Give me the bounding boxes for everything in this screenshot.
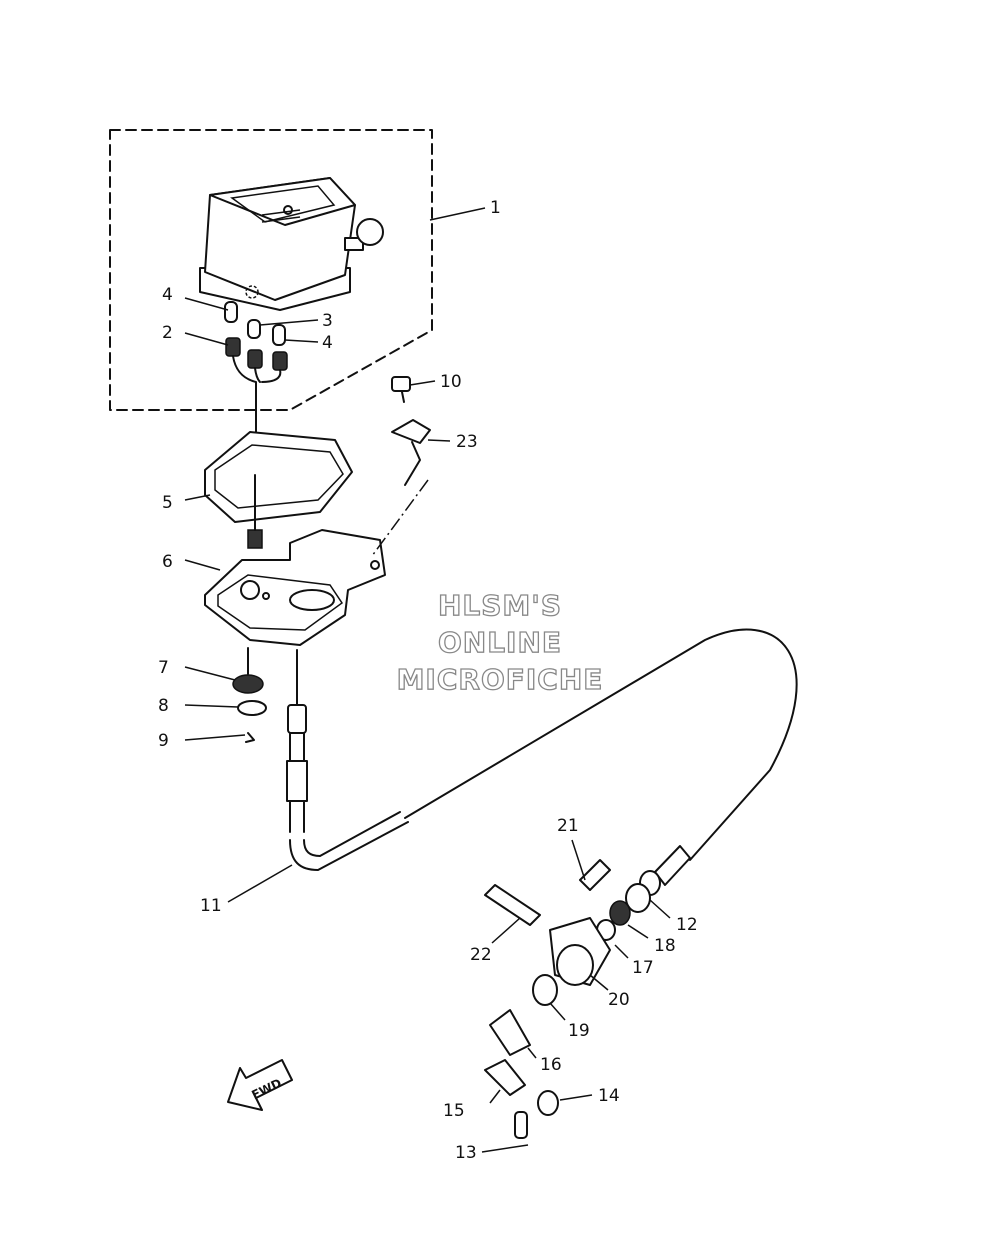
label-6: 6 — [162, 552, 173, 572]
label-19: 19 — [568, 1021, 590, 1041]
watermark-line-2: ONLINE — [438, 626, 562, 659]
leader-lines — [184, 207, 671, 1153]
label-12: 12 — [676, 915, 698, 935]
label-13: 13 — [455, 1143, 477, 1163]
label-4b: 4 — [322, 333, 333, 353]
label-22: 22 — [470, 945, 492, 965]
bolt-and-stay — [371, 376, 431, 557]
label-2: 2 — [162, 323, 173, 343]
gear-housing — [484, 859, 651, 1139]
label-20: 20 — [608, 990, 630, 1010]
meter-cable — [286, 628, 798, 896]
label-3: 3 — [322, 311, 333, 331]
watermark-line-1: HLSM'S — [438, 589, 562, 622]
label-16: 16 — [540, 1055, 562, 1075]
label-9: 9 — [158, 731, 169, 751]
label-23: 23 — [456, 432, 478, 452]
assembly-boundary — [109, 129, 433, 411]
label-11: 11 — [200, 896, 222, 916]
part-labels: 1 2 3 4 4 5 6 7 8 9 10 11 12 13 14 15 16… — [158, 198, 698, 1163]
label-7: 7 — [158, 658, 169, 678]
label-10: 10 — [440, 372, 462, 392]
label-17: 17 — [632, 958, 654, 978]
meter-bracket — [204, 529, 386, 646]
watermark: HLSM'S ONLINE MICROFICHE — [396, 588, 604, 696]
label-21: 21 — [557, 816, 579, 836]
label-14: 14 — [598, 1086, 620, 1106]
watermark-line-3: MICROFICHE — [397, 663, 604, 696]
bulbs-sockets — [224, 301, 288, 463]
meter-assembly — [199, 177, 384, 311]
label-8: 8 — [158, 696, 169, 716]
damper-cushion — [204, 431, 353, 549]
fwd-arrow-icon: FWD — [227, 1059, 293, 1111]
label-5: 5 — [162, 493, 173, 513]
label-1: 1 — [490, 198, 501, 218]
label-18: 18 — [654, 936, 676, 956]
label-15: 15 — [443, 1101, 465, 1121]
grommet-washer-clip — [232, 647, 267, 743]
label-4a: 4 — [162, 285, 173, 305]
